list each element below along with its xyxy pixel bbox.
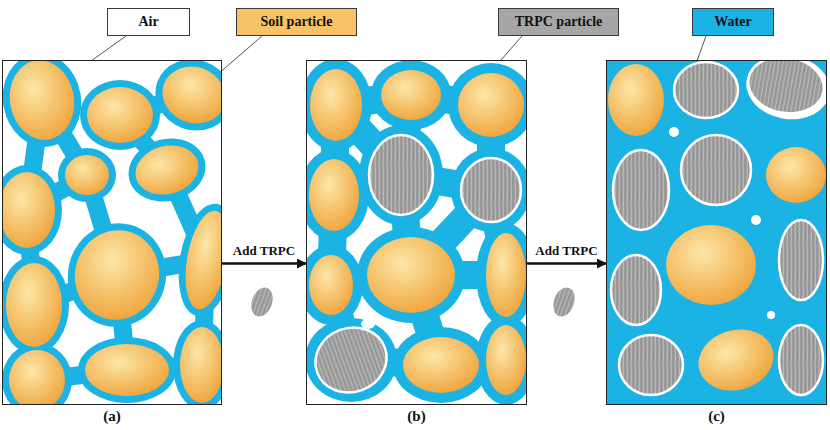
air-pocket — [468, 314, 480, 330]
process-arrow — [222, 262, 306, 265]
water-film — [451, 148, 527, 232]
trpc-particle — [681, 135, 751, 205]
water-film — [306, 60, 372, 151]
soil-particle — [4, 60, 81, 145]
callout-label: Water — [714, 15, 751, 29]
water-film — [56, 212, 178, 338]
water-film — [2, 60, 89, 153]
callout-label: Soil particle — [261, 15, 333, 29]
trpc-particle — [619, 335, 683, 395]
water-film — [145, 60, 222, 141]
trpc-particles — [306, 135, 521, 402]
panel-a-art — [2, 60, 222, 405]
water-films — [306, 60, 527, 405]
air-pocket — [767, 311, 775, 319]
process-arrow — [527, 262, 606, 265]
added-trpc-particle — [247, 284, 276, 319]
water-callout: Water — [692, 8, 774, 36]
water-film — [371, 60, 451, 130]
trpc-particle — [744, 60, 827, 119]
water-film — [306, 318, 397, 402]
air-pocket — [751, 215, 761, 225]
soil-particle — [309, 159, 359, 231]
water-film — [357, 227, 465, 323]
trpc-particles — [611, 60, 827, 395]
trpc-particle — [674, 62, 738, 118]
water-film — [121, 130, 212, 210]
panel-a: (a) — [2, 60, 222, 405]
soil-particle — [154, 60, 222, 132]
soil-particle — [486, 325, 526, 395]
soil-particle — [87, 87, 153, 143]
air-pocket — [741, 60, 827, 126]
water-film — [306, 245, 363, 325]
panel-c-art — [606, 60, 827, 405]
air-pocket — [444, 142, 464, 154]
panel-label: (b) — [307, 408, 526, 425]
water-film — [448, 63, 527, 147]
water-film — [78, 337, 176, 403]
trpc-particle — [611, 255, 661, 325]
soil-particle — [85, 344, 169, 396]
soil-particle — [179, 207, 222, 312]
arrow-label: Add TRPC — [231, 244, 297, 259]
trpc-callout: TRPC particle — [498, 8, 619, 36]
soil-particle — [458, 73, 524, 137]
trpc-particle — [779, 220, 823, 300]
panel-label: (c) — [607, 408, 826, 425]
soil-particle — [666, 225, 756, 305]
air-pocket — [669, 127, 679, 137]
soil-particle — [9, 350, 65, 405]
soil-particle — [367, 237, 455, 313]
trpc-particle — [613, 150, 669, 230]
panel-label: (a) — [3, 408, 221, 425]
soil-particle — [130, 139, 204, 202]
soil-particle — [766, 147, 826, 203]
trpc-particle — [779, 325, 823, 395]
soil-particles — [2, 60, 222, 405]
soil-callout: Soil particle — [236, 8, 357, 36]
air-callout: Air — [107, 8, 190, 36]
water-film — [2, 343, 72, 405]
panel-c: (c) — [606, 60, 827, 405]
water-films — [2, 60, 222, 405]
soil-particle — [608, 64, 664, 136]
soil-particle — [65, 221, 169, 330]
soil-particle — [403, 337, 479, 393]
soil-particle — [6, 263, 62, 347]
added-trpc-particle — [549, 284, 578, 319]
soil-particle — [310, 69, 362, 141]
water-film — [359, 125, 443, 225]
water-film — [173, 320, 222, 405]
soil-particle — [2, 172, 55, 248]
trpc-particle — [461, 158, 521, 222]
soil-particle — [180, 327, 222, 403]
water-film — [476, 223, 527, 327]
callout-label: Air — [138, 15, 158, 29]
callout-label: TRPC particle — [515, 15, 602, 29]
soil-particle — [692, 321, 781, 399]
water-film — [306, 149, 369, 241]
panel-b: (b) — [306, 60, 527, 405]
panel-b-art — [306, 60, 527, 405]
water-film — [80, 80, 160, 150]
soil-particle — [381, 70, 441, 120]
trpc-particle — [369, 135, 433, 215]
water-film — [2, 256, 69, 354]
soil-particle — [65, 155, 109, 195]
trpc-particle — [306, 318, 396, 403]
soil-particle — [486, 233, 526, 317]
soil-particle — [309, 255, 353, 315]
arrow-label: Add TRPC — [533, 244, 599, 259]
water-film — [171, 199, 222, 321]
water-film — [393, 327, 489, 403]
water-film — [476, 315, 527, 405]
water-film — [58, 148, 116, 202]
water-film — [2, 165, 62, 255]
